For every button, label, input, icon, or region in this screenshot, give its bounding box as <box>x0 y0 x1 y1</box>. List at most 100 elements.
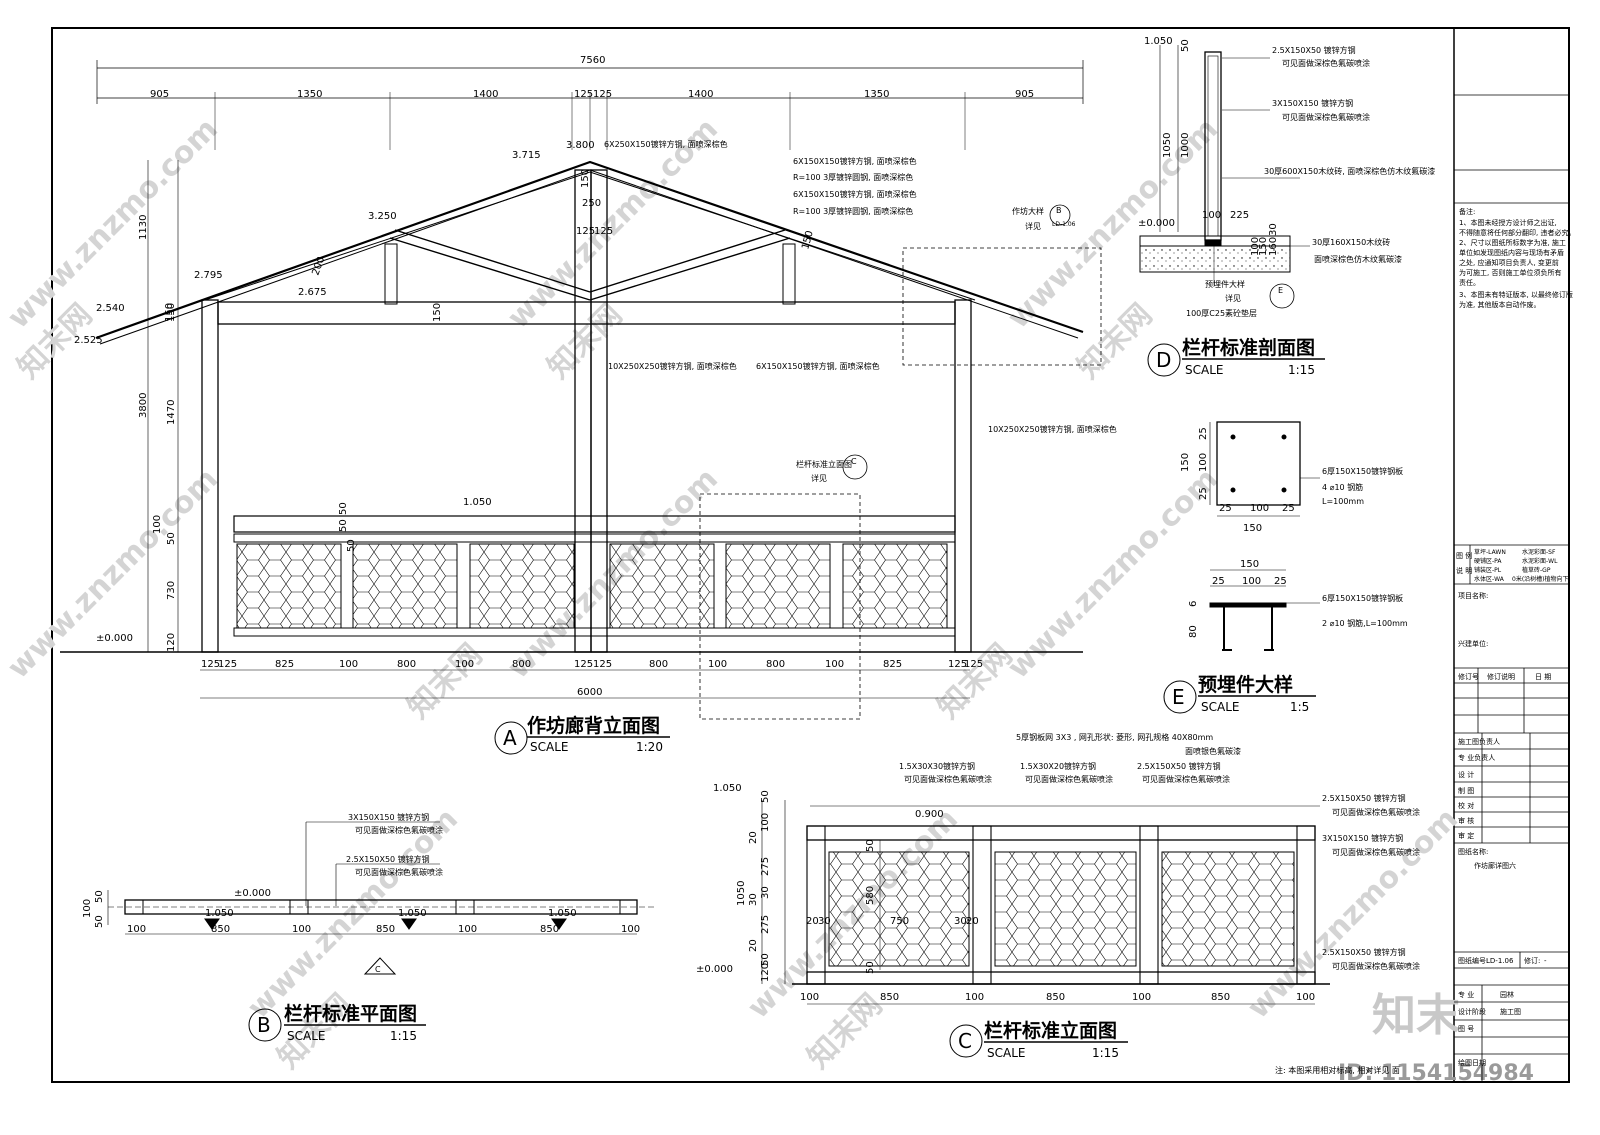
svg-text:6X150X150镀锌方钢, 面喷深棕色: 6X150X150镀锌方钢, 面喷深棕色 <box>793 156 917 166</box>
detail-e-text: 25 100 25 150 150 25 100 25 150 25 100 2… <box>1163 427 1408 714</box>
svg-text:5厚钢板网 3X3 , 网孔形状: 菱形, 网孔规格: 5厚钢板网 3X3 , 网孔形状: 菱形, 网孔规格 40X80mm <box>1016 732 1213 742</box>
svg-text:SCALE: SCALE <box>1185 363 1223 377</box>
svg-text:2.540: 2.540 <box>96 303 125 314</box>
svg-text:25: 25 <box>1274 576 1287 587</box>
svg-text:10X250X250镀锌方钢, 面喷深棕色: 10X250X250镀锌方钢, 面喷深棕色 <box>608 361 737 371</box>
svg-text:±0.000: ±0.000 <box>696 964 733 975</box>
svg-text:100: 100 <box>621 924 640 935</box>
svg-text:50: 50 <box>166 532 177 545</box>
svg-text:1.050: 1.050 <box>463 497 492 508</box>
svg-text:E: E <box>1278 286 1283 295</box>
svg-text:项目名称:: 项目名称: <box>1458 591 1488 600</box>
svg-text:1350: 1350 <box>864 89 889 100</box>
svg-text:审 核: 审 核 <box>1458 816 1474 825</box>
svg-text:图纸名称:: 图纸名称: <box>1458 847 1488 856</box>
svg-text:可见面做深棕色氟碳喷涂: 可见面做深棕色氟碳喷涂 <box>1332 847 1420 857</box>
svg-text:100: 100 <box>127 924 146 935</box>
svg-text:1、本图未经授方设计师之出证,: 1、本图未经授方设计师之出证, <box>1459 218 1557 227</box>
svg-text:1:15: 1:15 <box>1288 363 1315 377</box>
svg-text:825: 825 <box>275 659 294 670</box>
svg-text:R=100 3厚镀锌圆钢, 面喷深棕色: R=100 3厚镀锌圆钢, 面喷深棕色 <box>793 206 913 216</box>
svg-text:800: 800 <box>766 659 785 670</box>
svg-text:责任。: 责任。 <box>1459 278 1480 287</box>
svg-text:预埋件大样: 预埋件大样 <box>1205 279 1245 289</box>
svg-text:10X250X250镀锌方钢, 面喷深棕色: 10X250X250镀锌方钢, 面喷深棕色 <box>988 424 1117 434</box>
svg-text:125: 125 <box>201 659 220 670</box>
svg-text:30厚160X150木纹砖: 30厚160X150木纹砖 <box>1312 237 1390 247</box>
svg-text:LD-1.06: LD-1.06 <box>1486 957 1514 965</box>
svg-text:25: 25 <box>1212 576 1225 587</box>
svg-text:100: 100 <box>800 992 819 1003</box>
marker-c: C <box>958 1029 972 1053</box>
detail-e <box>1209 421 1320 651</box>
svg-text:3.715: 3.715 <box>512 150 541 161</box>
svg-text:100厚C25素砼垫层: 100厚C25素砼垫层 <box>1186 308 1257 318</box>
svg-text:1:5: 1:5 <box>1290 700 1309 714</box>
svg-text:850: 850 <box>1046 992 1065 1003</box>
svg-text:225: 225 <box>1230 210 1249 221</box>
svg-text:100: 100 <box>1132 992 1151 1003</box>
svg-text:825: 825 <box>883 659 902 670</box>
svg-text:250: 250 <box>582 198 601 209</box>
svg-text:1:15: 1:15 <box>1092 1046 1119 1060</box>
svg-text:160: 160 <box>1268 237 1279 256</box>
svg-text:850: 850 <box>376 924 395 935</box>
svg-text:275: 275 <box>760 915 771 934</box>
svg-text:1350: 1350 <box>297 89 322 100</box>
dim-seg: 905 <box>150 89 169 100</box>
svg-text:2、尺寸以图纸所标数字为准, 施工: 2、尺寸以图纸所标数字为准, 施工 <box>1459 238 1566 247</box>
svg-text:详见: 详见 <box>811 473 827 483</box>
watermark-id: ID: 1154154984 <box>1338 1061 1534 1086</box>
svg-text:30: 30 <box>748 893 759 906</box>
svg-text:2.5X150X50 镀锌方钢: 2.5X150X50 镀锌方钢 <box>1322 947 1406 957</box>
svg-text:说 明: 说 明 <box>1456 566 1472 575</box>
svg-text:150: 150 <box>166 303 177 322</box>
svg-text:1:20: 1:20 <box>636 740 663 754</box>
svg-text:150: 150 <box>1240 559 1259 570</box>
svg-text:3.250: 3.250 <box>368 211 397 222</box>
svg-text:1.5X30X30镀锌方钢: 1.5X30X30镀锌方钢 <box>899 761 975 771</box>
callout-b-label: 作坊大样 <box>1012 206 1044 216</box>
svg-text:100: 100 <box>455 659 474 670</box>
watermark-brand: 知末 <box>1372 990 1460 1041</box>
svg-text:800: 800 <box>649 659 668 670</box>
svg-text:1050: 1050 <box>736 881 747 906</box>
svg-text:图 号: 图 号 <box>1458 1025 1474 1033</box>
svg-text:0米(沿树槽)植物向下: 0米(沿树槽)植物向下 <box>1512 575 1569 583</box>
svg-text:850: 850 <box>880 992 899 1003</box>
svg-text:1.5X30X20镀锌方钢: 1.5X30X20镀锌方钢 <box>1020 761 1096 771</box>
svg-text:800: 800 <box>397 659 416 670</box>
svg-text:制 图: 制 图 <box>1458 786 1474 795</box>
svg-text:SCALE: SCALE <box>987 1046 1025 1060</box>
svg-text:日 期: 日 期 <box>1535 673 1551 681</box>
svg-text:125: 125 <box>948 659 967 670</box>
svg-text:3800: 3800 <box>138 393 149 418</box>
svg-text:1.050: 1.050 <box>548 908 577 919</box>
svg-text:150: 150 <box>1243 523 1262 534</box>
svg-text:草坪-LAWN: 草坪-LAWN <box>1474 548 1506 556</box>
title-block <box>1454 94 1569 1082</box>
marker-b: B <box>257 1013 271 1037</box>
svg-text:100: 100 <box>339 659 358 670</box>
svg-text:1470: 1470 <box>166 400 177 425</box>
svg-text:详见: 详见 <box>1225 293 1241 303</box>
svg-text:1:15: 1:15 <box>390 1029 417 1043</box>
svg-text:知末网: 知末网 <box>1071 297 1159 385</box>
svg-text:100: 100 <box>708 659 727 670</box>
svg-text:125: 125 <box>218 659 237 670</box>
svg-text:125: 125 <box>576 226 595 237</box>
svg-text:125: 125 <box>594 226 613 237</box>
svg-text:单位如发现图纸内容与现场有矛盾: 单位如发现图纸内容与现场有矛盾 <box>1459 248 1564 257</box>
svg-text:100: 100 <box>760 813 771 832</box>
svg-text:20: 20 <box>806 916 819 927</box>
svg-text:不得随意将任何部分翻印, 违者必究。: 不得随意将任何部分翻印, 违者必究。 <box>1459 228 1575 237</box>
svg-text:100: 100 <box>152 515 163 534</box>
svg-text:之处, 应通知项目负责人, 变更前: 之处, 应通知项目负责人, 变更前 <box>1459 258 1559 267</box>
svg-text:4 ⌀10 钢筋: 4 ⌀10 钢筋 <box>1322 482 1363 492</box>
svg-text:120: 120 <box>760 963 771 982</box>
svg-text:设计阶段: 设计阶段 <box>1458 1007 1486 1016</box>
svg-text:硬铺区-PA: 硬铺区-PA <box>1474 557 1502 565</box>
svg-text:审 定: 审 定 <box>1458 831 1474 840</box>
